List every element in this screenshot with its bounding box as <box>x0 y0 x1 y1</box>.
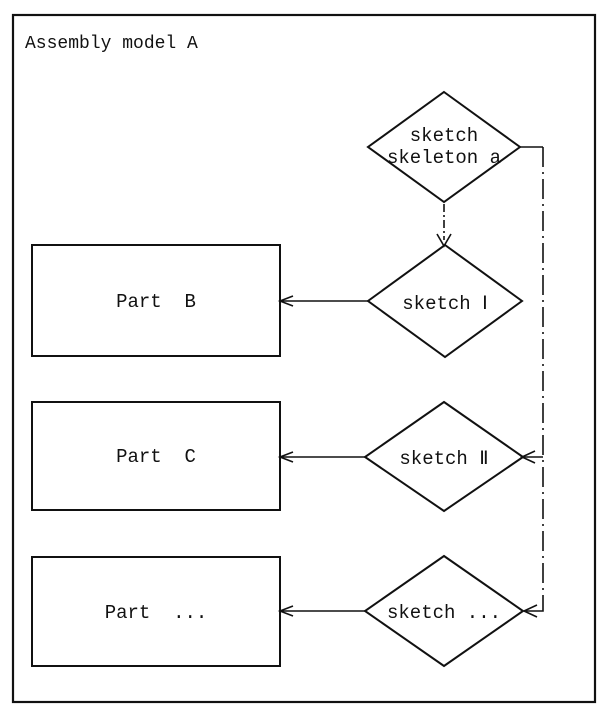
assembly-frame <box>11 13 597 704</box>
sketch-ellipsis-diamond <box>363 554 525 668</box>
sketch-2-diamond <box>363 400 525 513</box>
sketch-2-label: sketch Ⅱ <box>399 448 488 470</box>
part-ellipsis-label: Part ... <box>105 602 208 624</box>
part-ellipsis-box <box>31 556 281 667</box>
sketch-1-diamond <box>366 243 524 359</box>
sketch-skeleton-label-line2: skeleton a <box>387 147 501 169</box>
sketch-1-label: sketch Ⅰ <box>402 293 487 315</box>
part-b-label: Part B <box>116 291 196 313</box>
part-c-box <box>31 401 281 511</box>
sketch-ellipsis-label: sketch ... <box>387 602 501 624</box>
part-b-box <box>31 244 281 357</box>
sketch-skeleton-label-line1: sketch <box>410 125 478 147</box>
sketch-skeleton-diamond <box>366 90 522 204</box>
connector-rail-to-sketch3 <box>526 607 544 612</box>
assembly-title: Assembly model A <box>25 34 198 54</box>
part-c-label: Part C <box>116 446 196 468</box>
